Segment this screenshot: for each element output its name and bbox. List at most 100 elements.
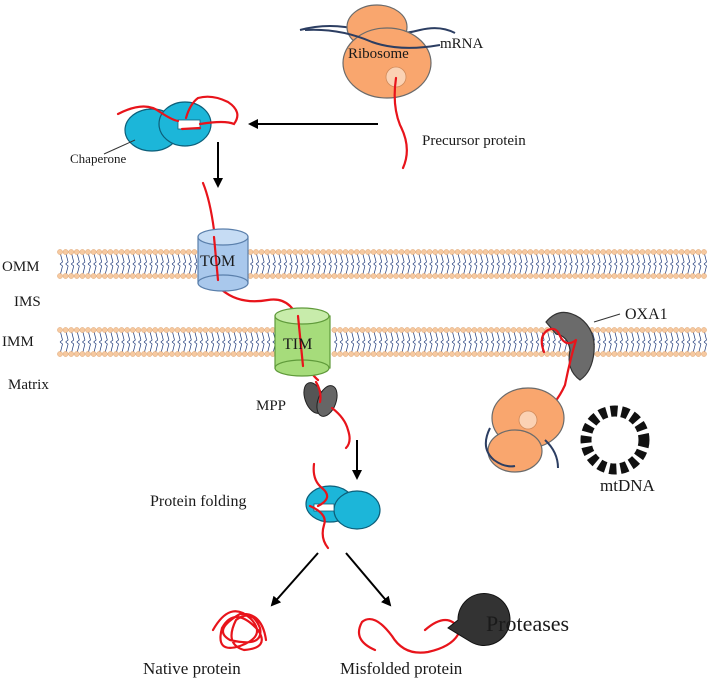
lipid-tail bbox=[647, 251, 651, 277]
lipid-tail bbox=[423, 251, 427, 277]
lipid-head bbox=[174, 327, 181, 333]
lipid-head bbox=[152, 351, 158, 357]
lipid-head bbox=[493, 249, 500, 255]
lipid-head bbox=[348, 351, 355, 357]
lipid-head bbox=[516, 327, 523, 333]
lipid-tail bbox=[692, 251, 696, 277]
lipid-head bbox=[174, 249, 181, 255]
lipid-head bbox=[96, 249, 102, 255]
lipid-head bbox=[96, 327, 102, 333]
lipid-head bbox=[90, 351, 97, 357]
lipid-head bbox=[611, 249, 618, 255]
lipid-head bbox=[230, 327, 237, 333]
lipid-tail bbox=[569, 251, 573, 277]
lipid-tail bbox=[642, 251, 646, 277]
lipid-tail bbox=[479, 329, 483, 355]
lipid-head bbox=[465, 273, 472, 279]
lipid-head bbox=[690, 273, 696, 279]
lipid-head bbox=[381, 327, 388, 333]
lipid-tail bbox=[166, 329, 170, 355]
lipid-head bbox=[393, 327, 399, 333]
lipid-tail bbox=[574, 251, 579, 277]
lipid-tail bbox=[586, 251, 590, 277]
lipid-head bbox=[460, 273, 467, 279]
lipid-head bbox=[662, 249, 668, 255]
tim-label: TIM bbox=[283, 336, 312, 353]
lipid-tail bbox=[675, 329, 679, 355]
lipid-tail bbox=[373, 251, 377, 277]
lipid-head bbox=[157, 273, 164, 279]
lipid-tail bbox=[334, 329, 338, 355]
lipid-head bbox=[258, 327, 265, 333]
lipid-tail bbox=[306, 251, 310, 277]
lipid-tail bbox=[362, 251, 366, 277]
lipid-tail bbox=[630, 251, 635, 277]
lipid-head bbox=[465, 351, 472, 357]
lipid-tail bbox=[115, 329, 119, 355]
lipid-head bbox=[606, 327, 612, 333]
oxa1-insertase bbox=[545, 311, 621, 381]
lipid-head bbox=[650, 327, 657, 333]
lipid-tail bbox=[294, 251, 299, 277]
lipid-head bbox=[656, 273, 663, 279]
lipid-head bbox=[488, 249, 495, 255]
lipid-head bbox=[393, 351, 399, 357]
lipid-head bbox=[690, 351, 696, 357]
lipid-tail bbox=[154, 251, 159, 277]
lipid-head bbox=[376, 351, 383, 357]
lipid-tail bbox=[188, 251, 192, 277]
lipid-tail bbox=[384, 251, 388, 277]
lipid-tail bbox=[93, 251, 97, 277]
inner-mitochondrial-membrane bbox=[57, 327, 707, 357]
lipid-head bbox=[510, 351, 517, 357]
lipid-head bbox=[107, 249, 114, 255]
lipid-tail bbox=[227, 329, 231, 355]
lipid-head bbox=[275, 273, 282, 279]
lipid-tail bbox=[272, 251, 276, 277]
lipid-head bbox=[342, 351, 349, 357]
lipid-head bbox=[432, 327, 439, 333]
lipid-head bbox=[527, 327, 534, 333]
lipid-head bbox=[57, 249, 63, 255]
oxa1-label: OXA1 bbox=[625, 306, 668, 323]
lipid-head bbox=[85, 327, 91, 333]
lipid-head bbox=[516, 273, 523, 279]
lipid-head bbox=[152, 249, 158, 255]
lipid-head bbox=[538, 351, 545, 357]
lipid-head bbox=[381, 273, 388, 279]
lipid-head bbox=[617, 327, 623, 333]
lipid-tail bbox=[468, 329, 472, 355]
lipid-head bbox=[538, 249, 545, 255]
lipid-head bbox=[449, 327, 455, 333]
lipid-head bbox=[678, 351, 685, 357]
lipid-tail bbox=[250, 251, 254, 277]
lipid-head bbox=[437, 273, 444, 279]
lipid-tail bbox=[70, 329, 75, 355]
lipid-tail bbox=[558, 251, 562, 277]
lipid-head bbox=[594, 249, 601, 255]
lipid-tail bbox=[194, 251, 198, 277]
lipid-head bbox=[297, 273, 304, 279]
lipid-head bbox=[359, 327, 366, 333]
lipid-head bbox=[337, 327, 343, 333]
lipid-tail bbox=[317, 251, 321, 277]
lipid-head bbox=[634, 327, 640, 333]
lipid-head bbox=[460, 327, 467, 333]
lipid-head bbox=[684, 249, 691, 255]
lipid-tail bbox=[670, 251, 674, 277]
lipid-tail bbox=[59, 251, 63, 277]
lipid-head bbox=[376, 273, 383, 279]
lipid-head bbox=[645, 327, 651, 333]
lipid-head bbox=[370, 273, 377, 279]
lipid-tail bbox=[507, 329, 511, 355]
lipid-tail bbox=[535, 329, 539, 355]
lipid-head bbox=[650, 351, 657, 357]
lipid-head bbox=[634, 351, 640, 357]
lipid-head bbox=[639, 327, 646, 333]
lipid-tail bbox=[132, 329, 136, 355]
lipid-head bbox=[437, 327, 444, 333]
tom-label: TOM bbox=[200, 253, 235, 270]
lipid-head bbox=[645, 273, 651, 279]
lipid-head bbox=[163, 327, 170, 333]
lipid-tail bbox=[311, 251, 315, 277]
